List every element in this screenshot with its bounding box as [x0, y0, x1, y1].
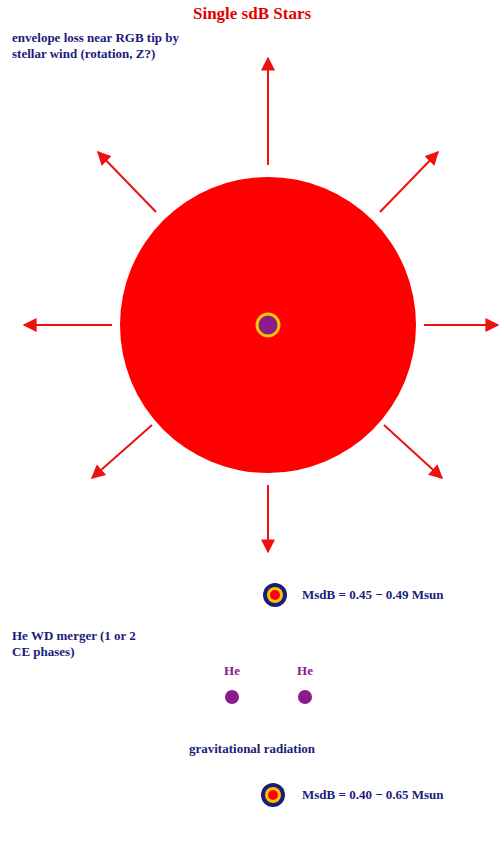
sdb-star-symbol — [263, 583, 287, 607]
white-dwarf-dot — [224, 688, 240, 706]
mass-label: MsdB = 0.40 − 0.65 Msun — [302, 787, 444, 803]
sdb-star-symbol — [261, 783, 285, 807]
white-dwarf-dot — [297, 688, 313, 706]
he-white-dwarf: He — [295, 664, 315, 706]
star-label: He — [222, 664, 242, 678]
wind-arrows — [24, 58, 498, 552]
star-label: He — [295, 664, 315, 678]
note-text: He WD merger (1 or 2 CE phases) — [12, 628, 147, 661]
note-text: gravitational radiation — [0, 741, 504, 757]
he-white-dwarf: He — [222, 664, 242, 706]
mass-label: MsdB = 0.45 − 0.49 Msun — [302, 587, 444, 603]
core — [257, 314, 279, 336]
note-text: envelope loss near RGB tip by stellar wi… — [12, 30, 202, 63]
title: Single sdB Stars — [0, 4, 504, 24]
red-giant — [120, 177, 416, 473]
